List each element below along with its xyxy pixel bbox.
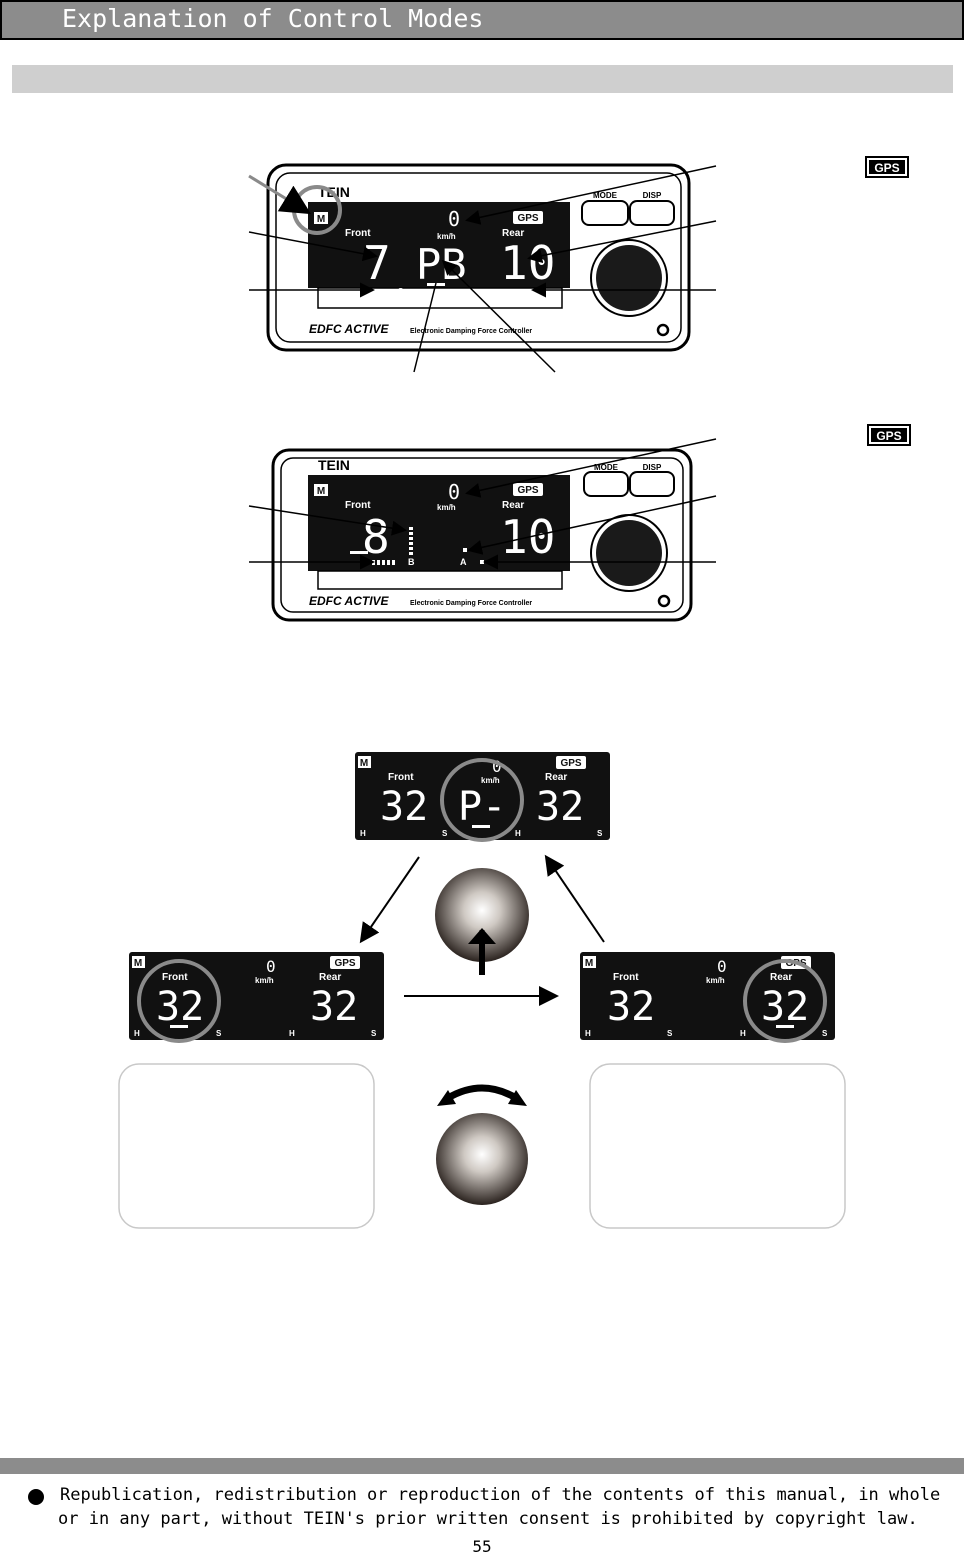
preset-value: PB — [416, 240, 467, 289]
svg-text:S: S — [667, 1029, 673, 1038]
svg-text:Rear: Rear — [502, 228, 524, 239]
front-damping-value: 7 — [363, 236, 391, 290]
section-bar — [12, 65, 953, 93]
note-box-right — [589, 1063, 846, 1229]
flow-arrows — [359, 854, 605, 1006]
callouts-unit-b — [248, 438, 717, 570]
page-title: Explanation of Control Modes — [62, 4, 484, 33]
controller-unit-b: TEIN M Front Rear 0 km/h GPS 8 10 B A MO… — [271, 448, 693, 622]
gps-badge-1: GPS — [865, 156, 909, 178]
svg-text:32: 32 — [156, 984, 204, 1030]
svg-text:MODE: MODE — [594, 463, 619, 472]
svg-text:DISP: DISP — [643, 463, 662, 472]
svg-text:M: M — [585, 958, 593, 969]
svg-text:S: S — [597, 829, 603, 838]
controller-unit-a: TEIN M Front Rear 0 km/h GPS 7 PB 10 S M… — [266, 163, 691, 352]
product-name: Electronic Damping Force Controller — [410, 600, 532, 607]
svg-text:0: 0 — [266, 957, 276, 976]
bullet-icon — [28, 1489, 44, 1505]
svg-text:Front: Front — [162, 972, 188, 983]
gps-indicator: GPS — [517, 213, 538, 224]
speed-readout: 0 — [448, 207, 460, 231]
svg-text:Rear: Rear — [319, 972, 341, 983]
gps-indicator: GPS — [517, 485, 538, 496]
svg-text:Front: Front — [345, 500, 371, 511]
svg-text:32: 32 — [607, 984, 655, 1030]
svg-text:km/h: km/h — [437, 232, 456, 241]
manual-mode-icon: M — [317, 486, 325, 497]
svg-text:GPS: GPS — [874, 161, 899, 175]
svg-text:GPS: GPS — [560, 758, 581, 769]
svg-text:S: S — [398, 287, 404, 296]
svg-text:H: H — [740, 1029, 746, 1038]
svg-text:Front: Front — [388, 772, 414, 783]
lcd-panel-front: M Front Rear 0 km/h GPS 32 32 H S H S — [129, 952, 384, 1043]
page-title-bar: Explanation of Control Modes — [0, 0, 964, 40]
svg-text:P-: P- — [458, 784, 506, 830]
svg-text:0: 0 — [717, 957, 727, 976]
svg-text:H: H — [134, 1029, 140, 1038]
control-dial[interactable] — [596, 245, 662, 311]
disp-button[interactable] — [629, 471, 675, 497]
svg-text:Rear: Rear — [770, 972, 792, 983]
svg-text:km/h: km/h — [255, 976, 274, 985]
svg-text:32: 32 — [310, 984, 358, 1030]
control-dial[interactable] — [596, 520, 662, 586]
speed-readout: 0 — [448, 480, 460, 504]
svg-text:0: 0 — [492, 757, 502, 776]
lcd-panel-rear: M Front Rear 0 km/h GPS 32 32 H S H S — [580, 952, 835, 1043]
mode-button[interactable] — [583, 471, 629, 497]
svg-text:S: S — [216, 1029, 222, 1038]
svg-text:M: M — [134, 958, 142, 969]
gps-badge-2: GPS — [867, 424, 911, 446]
svg-text:GPS: GPS — [876, 429, 901, 443]
svg-text:km/h: km/h — [437, 503, 456, 512]
svg-text:32: 32 — [761, 984, 809, 1030]
front-damping-value: 8 — [362, 510, 390, 564]
rear-damping-value: 10 — [500, 236, 555, 290]
svg-text:H: H — [289, 1029, 295, 1038]
svg-text:S: S — [371, 1029, 377, 1038]
notice-line-2: or in any part, without TEIN's prior wri… — [58, 1509, 918, 1529]
svg-text:GPS: GPS — [334, 958, 355, 969]
point-a-label: A — [460, 557, 467, 567]
notice-line-1: Republication, redistribution or reprodu… — [60, 1485, 941, 1505]
svg-text:km/h: km/h — [481, 776, 500, 785]
manual-mode-icon: M — [317, 214, 325, 225]
illustrations: GPS GPS TEIN M Front Rear 0 km/h GPS 7 P… — [118, 156, 911, 1229]
product-name: Electronic Damping Force Controller — [410, 328, 532, 335]
svg-text:Rear: Rear — [545, 772, 567, 783]
svg-text:32: 32 — [380, 784, 428, 830]
brand-logo: TEIN — [318, 457, 350, 473]
svg-text:MODE: MODE — [593, 191, 618, 200]
lcd-panel-preset: M Front Rear 0 km/h GPS 32 P- 32 H S H S — [355, 752, 610, 842]
dial-press-icon — [435, 868, 529, 975]
svg-text:32: 32 — [536, 784, 584, 830]
svg-text:H: H — [585, 1029, 591, 1038]
svg-text:km/h: km/h — [706, 976, 725, 985]
mode-button[interactable] — [581, 200, 629, 226]
callouts-unit-a — [248, 165, 717, 373]
product-logo: EDFC ACTIVE — [309, 594, 390, 608]
svg-text:Rear: Rear — [502, 500, 524, 511]
note-box-left — [118, 1063, 375, 1229]
svg-text:S: S — [442, 829, 448, 838]
page-number: 55 — [472, 1537, 492, 1556]
svg-text:Front: Front — [345, 228, 371, 239]
svg-text:M: M — [360, 758, 368, 769]
svg-text:S: S — [822, 1029, 828, 1038]
footer-bar — [0, 1458, 964, 1474]
svg-text:Front: Front — [613, 972, 639, 983]
svg-text:DISP: DISP — [643, 191, 662, 200]
disp-button[interactable] — [629, 200, 675, 226]
point-b-label: B — [408, 557, 415, 567]
svg-text:H: H — [515, 829, 521, 838]
dial-rotate-icon — [436, 1084, 528, 1205]
product-logo: EDFC ACTIVE — [309, 322, 390, 336]
svg-text:H: H — [360, 829, 366, 838]
